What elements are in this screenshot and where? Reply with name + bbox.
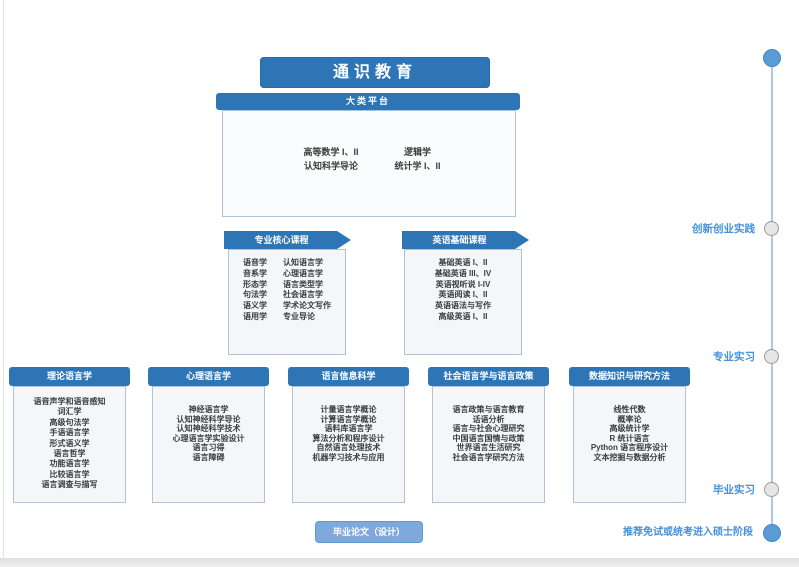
core-course-list-right: 认知语言学心理语言学语言类型学社会语言学学术论文写作专业导论 xyxy=(283,258,345,323)
course-item: 计量语言学概论 xyxy=(320,405,377,414)
track-header-sociolinguistics-policy: 社会语言学与语言政策 xyxy=(428,367,549,386)
course-item: 计算语言学概论 xyxy=(320,414,377,424)
english-courses-body xyxy=(404,249,522,355)
track-body xyxy=(292,386,405,503)
course-item: 英语语法与写作 xyxy=(435,301,491,311)
track-header-psycholinguistics: 心理语言学 xyxy=(148,367,269,386)
course-item: 词汇学 xyxy=(57,407,82,417)
course-item: 语言障碍 xyxy=(192,452,225,462)
course-item: 认知神经科学技术 xyxy=(176,424,241,434)
course-item: 高等数学 I、II xyxy=(303,147,359,157)
course-item: 社会语言学 xyxy=(283,290,323,300)
course-item: 语言调查与描写 xyxy=(41,480,98,490)
course-item: 形式语义学 xyxy=(49,438,90,448)
course-item: 认知语言学 xyxy=(283,258,323,267)
general-education-banner: 通识教育 xyxy=(260,57,490,88)
course-item: 语音学 xyxy=(243,258,267,267)
course-item: Python 语言程序设计 xyxy=(590,443,669,453)
timeline-label-innovation: 创新创业实践 xyxy=(692,223,755,235)
course-item: 高级句法学 xyxy=(49,417,90,427)
track-header-data-research-methods: 数据知识与研究方法 xyxy=(569,367,690,386)
track-header-language-information-science: 语言信息科学 xyxy=(288,367,409,386)
course-item: 中国语言国情与政策 xyxy=(452,433,525,443)
course-item: 语料库语言学 xyxy=(324,424,373,434)
timeline-node-start xyxy=(763,49,781,67)
platform-course-list-left: 高等数学 I、II 认知科学导论 xyxy=(266,145,396,173)
course-item: 语言与社会心理研究 xyxy=(452,424,525,434)
timeline-line xyxy=(771,58,773,533)
course-item: 概率论 xyxy=(617,414,642,424)
course-item: 话语分析 xyxy=(472,414,505,424)
course-item: 算法分析和程序设计 xyxy=(312,433,385,443)
course-item: 语言哲学 xyxy=(53,449,86,459)
track-course-list: 神经语言学认知神经科学导论认知神经科学技术心理语言学实验设计语言习得语言障碍 xyxy=(152,405,265,463)
course-item: 心理语言学实验设计 xyxy=(172,433,245,443)
course-item: 神经语言学 xyxy=(188,405,229,414)
course-item: 社会语言学研究方法 xyxy=(452,452,525,462)
course-item: 文本挖掘与数据分析 xyxy=(593,452,666,462)
course-item: 语言政策与语言教育 xyxy=(452,405,525,414)
timeline-node-internship xyxy=(764,349,779,364)
page-bottom-edge xyxy=(0,558,799,567)
course-item: 机器学习技术与应用 xyxy=(312,452,385,462)
platform-body xyxy=(222,110,516,217)
course-item: 高级英语 I、II xyxy=(438,311,488,321)
course-item: 认知科学导论 xyxy=(303,161,358,171)
platform-course-list-right: 逻辑学统计学 I、II xyxy=(355,145,480,173)
thesis-box: 毕业论文（设计） xyxy=(315,521,423,543)
course-item: 基础英语 III、IV xyxy=(434,268,492,278)
course-item: 形态学 xyxy=(243,279,267,289)
page-left-edge xyxy=(3,0,4,558)
track-body xyxy=(13,386,126,503)
course-item: 统计学 I、II xyxy=(394,161,441,171)
course-item: 语言习得 xyxy=(192,443,225,453)
course-item: 自然语言处理技术 xyxy=(316,443,381,453)
course-item: 专业导论 xyxy=(283,311,315,321)
course-item: 语音声学和语音感知 xyxy=(33,397,106,406)
course-item: 语言类型学 xyxy=(283,279,323,289)
course-item: 高级统计学 xyxy=(609,424,650,434)
track-course-list: 计量语言学概论计算语言学概论语料库语言学算法分析和程序设计自然语言处理技术机器学… xyxy=(292,405,405,463)
course-item: 认知神经科学导论 xyxy=(176,414,241,424)
core-courses-header: 专业核心课程 xyxy=(224,231,351,249)
course-item: 线性代数 xyxy=(613,405,646,414)
timeline-label-graduation-internship: 毕业实习 xyxy=(713,484,755,496)
track-body xyxy=(573,386,686,503)
timeline-label-masters: 推荐免试或统考进入硕士阶段 xyxy=(623,527,753,538)
track-header-theoretical-linguistics: 理论语言学 xyxy=(9,367,130,386)
course-item: 学术论文写作 xyxy=(283,301,331,311)
course-item: 功能语言学 xyxy=(49,459,90,469)
track-body xyxy=(432,386,545,503)
course-item: 逻辑学 xyxy=(403,147,431,157)
course-item: 英语阅读 I、II xyxy=(438,290,488,300)
core-course-list-left: 语音学音系学形态学句法学语义学语用学 xyxy=(230,258,280,323)
platform-header: 大类平台 xyxy=(216,93,520,110)
course-item: 手语语言学 xyxy=(49,428,90,438)
course-item: 世界语言生活研究 xyxy=(456,443,521,453)
core-courses-body xyxy=(228,249,346,355)
course-item: 基础英语 I、II xyxy=(438,258,488,267)
course-item: 语用学 xyxy=(243,311,267,321)
track-course-list: 语言政策与语言教育话语分析语言与社会心理研究中国语言国情与政策世界语言生活研究社… xyxy=(432,405,545,463)
course-item: 心理语言学 xyxy=(283,268,323,278)
course-item: 音系学 xyxy=(243,268,267,278)
timeline-node-graduation-internship xyxy=(764,482,779,497)
english-courses-header: 英语基础课程 xyxy=(402,231,529,249)
course-item: 句法学 xyxy=(243,290,267,300)
track-body xyxy=(152,386,265,503)
timeline-node-masters xyxy=(763,524,781,542)
timeline-node-innovation xyxy=(764,221,779,236)
course-item: R 统计语言 xyxy=(609,433,650,443)
track-course-list: 语音声学和语音感知词汇学高级句法学手语语言学形式语义学语言哲学功能语言学比较语言… xyxy=(13,397,126,491)
timeline-label-internship: 专业实习 xyxy=(713,351,755,363)
course-item: 比较语言学 xyxy=(49,469,90,479)
course-item: 语义学 xyxy=(243,301,267,311)
course-item: 英语视听说 I-IV xyxy=(435,279,491,289)
